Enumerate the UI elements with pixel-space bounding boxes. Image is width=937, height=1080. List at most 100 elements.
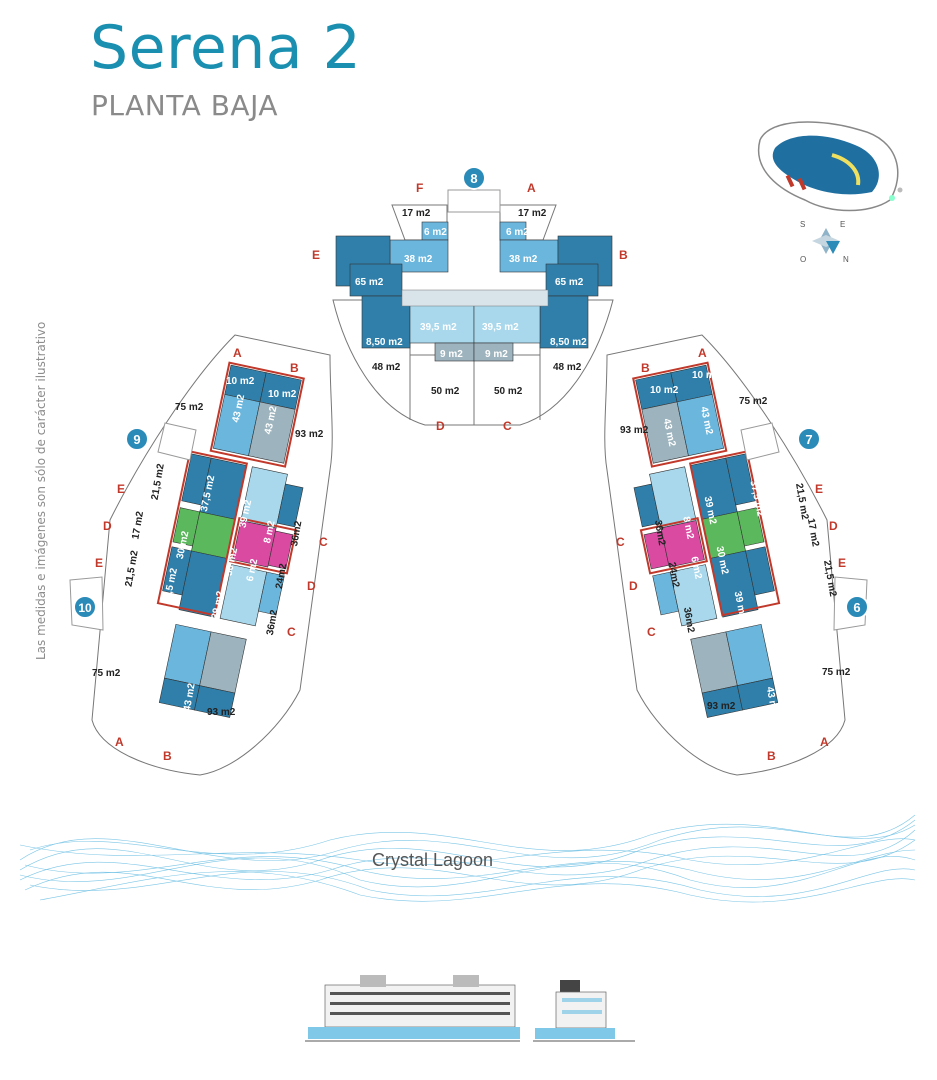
unit-10-b: 10 m2 (268, 389, 297, 400)
building-7-6: 7 6 B A E D E C D C B A 75 m2 93 m2 10 m… (604, 334, 869, 776)
building-number-8: 8 (470, 171, 477, 186)
page-title: Serena 2 (90, 13, 362, 83)
letter-e2: E (95, 556, 103, 570)
unit-65-left: 65 m2 (355, 277, 384, 288)
unit-8-c-right: 8 m2 (801, 563, 816, 588)
unit-17: 17 m2 (130, 510, 146, 540)
unit-93: 93 m2 (295, 429, 324, 440)
unit-93-right: 93 m2 (620, 425, 649, 436)
unit-36-b-right: 36m2 (681, 606, 696, 634)
letter-a-bottom: A (115, 735, 124, 749)
unit-48-left: 48 m2 (372, 362, 401, 373)
letter-a-top: A (233, 346, 242, 360)
letter-b-bottom: B (163, 749, 172, 763)
unit-93-b-right: 93 m2 (707, 701, 736, 712)
unit-9-left: 9 m2 (440, 349, 463, 360)
lagoon-waves (19, 814, 916, 903)
building-8: 8 F A E B D C 17 m2 17 m2 6 m2 6 m2 38 m… (312, 166, 628, 433)
unit-17-right: 17 m2 (805, 518, 821, 548)
letter-c1-right: C (616, 535, 625, 549)
compass-o: O (800, 255, 806, 264)
letter-c2-right: C (647, 625, 656, 639)
letter-d2: D (307, 579, 316, 593)
unit-43-d: 43 m2 (182, 682, 198, 712)
letter-d: D (436, 419, 445, 433)
unit-75-b-right: 75 m2 (822, 667, 851, 678)
letter-b: B (619, 248, 628, 262)
unit-24: 24m2 (274, 562, 289, 590)
compass-rose: S E O N (800, 220, 849, 264)
building-number-6: 6 (853, 600, 860, 615)
unit-17-left: 17 m2 (402, 208, 431, 219)
unit-75-b: 75 m2 (92, 668, 121, 679)
unit-10-d: 10 m2 (160, 726, 189, 737)
letter-d2-right: D (629, 579, 638, 593)
page-subtitle: PLANTA BAJA (91, 89, 278, 122)
unit-395-left: 39,5 m2 (420, 322, 457, 333)
unit-65-right: 65 m2 (555, 277, 584, 288)
unit-850-left: 8,50 m2 (366, 337, 403, 348)
building-number-badge (462, 166, 486, 190)
unit-36-a: 36m2 (289, 520, 304, 548)
unit-6-b-right: 6 m2 (688, 556, 704, 581)
letter-a: A (527, 181, 536, 195)
letter-a-bottom-right: A (820, 735, 829, 749)
unit-93-b: 93 m2 (207, 707, 236, 718)
unit-75-right: 75 m2 (739, 396, 768, 407)
building-elevation-side (533, 980, 635, 1042)
unit-48-right: 48 m2 (553, 362, 582, 373)
unit-6-left: 6 m2 (424, 227, 447, 238)
unit-10-a: 10 m2 (226, 376, 255, 387)
unit-10-a-right: 10 m2 (692, 370, 721, 381)
letter-c1: C (319, 535, 328, 549)
lagoon-label: Crystal Lagoon (372, 850, 494, 870)
unit-8-a: 8 m2 (162, 488, 177, 513)
site-minimap (757, 121, 903, 212)
building-9-10: 9 10 A B E D E C D C A B 75 m2 93 m2 10 … (69, 334, 333, 776)
unit-6-right: 6 m2 (506, 227, 529, 238)
unit-6-b: 6 m2 (245, 558, 261, 583)
unit-850-right: 8,50 m2 (550, 337, 587, 348)
compass-e: E (840, 220, 845, 229)
unit-38-right: 38 m2 (509, 254, 538, 265)
unit-10-c-right: 10 m2 (798, 706, 827, 717)
letter-b-top-right: B (641, 361, 650, 375)
letter-e1: E (117, 482, 125, 496)
building-number-10: 10 (78, 601, 92, 615)
letter-e: E (312, 248, 320, 262)
unit-36-b: 36m2 (265, 609, 280, 637)
unit-75: 75 m2 (175, 402, 204, 413)
letter-d1: D (103, 519, 112, 533)
unit-43-d-right: 43 m2 (764, 686, 780, 716)
building-elevation-front (305, 975, 520, 1042)
unit-8-a-right: 8 m2 (773, 489, 788, 514)
unit-8-b-right: 8 m2 (680, 516, 696, 541)
compass-n: N (843, 255, 849, 264)
building-number-7: 7 (805, 432, 812, 447)
unit-43-c-right: 43 m2 (809, 676, 825, 706)
letter-c2: C (287, 625, 296, 639)
letter-a-top-right: A (698, 346, 707, 360)
unit-50-left: 50 m2 (431, 386, 460, 397)
unit-17-right: 17 m2 (518, 208, 547, 219)
unit-50-right: 50 m2 (494, 386, 523, 397)
unit-8-c: 8 m2 (138, 562, 153, 587)
unit-9-right: 9 m2 (485, 349, 508, 360)
compass-s: S (800, 220, 805, 229)
unit-395-right: 39,5 m2 (482, 322, 519, 333)
unit-38-left: 38 m2 (404, 254, 433, 265)
unit-10-c: 10 m2 (116, 712, 145, 723)
letter-e2-right: E (838, 556, 846, 570)
letter-f: F (416, 181, 423, 195)
unit-36-a-right: 36m2 (652, 519, 667, 547)
unit-10-b-right: 10 m2 (650, 385, 679, 396)
unit-10-d-right: 10 m2 (757, 723, 786, 734)
letter-c: C (503, 419, 512, 433)
letter-b-bottom-right: B (767, 749, 776, 763)
unit-6-a: 6 m2 (150, 522, 165, 547)
unit-43-c: 43 m2 (135, 670, 151, 700)
letter-b-top: B (290, 361, 299, 375)
unit-24-right: 24m2 (666, 561, 681, 589)
letter-e1-right: E (815, 482, 823, 496)
